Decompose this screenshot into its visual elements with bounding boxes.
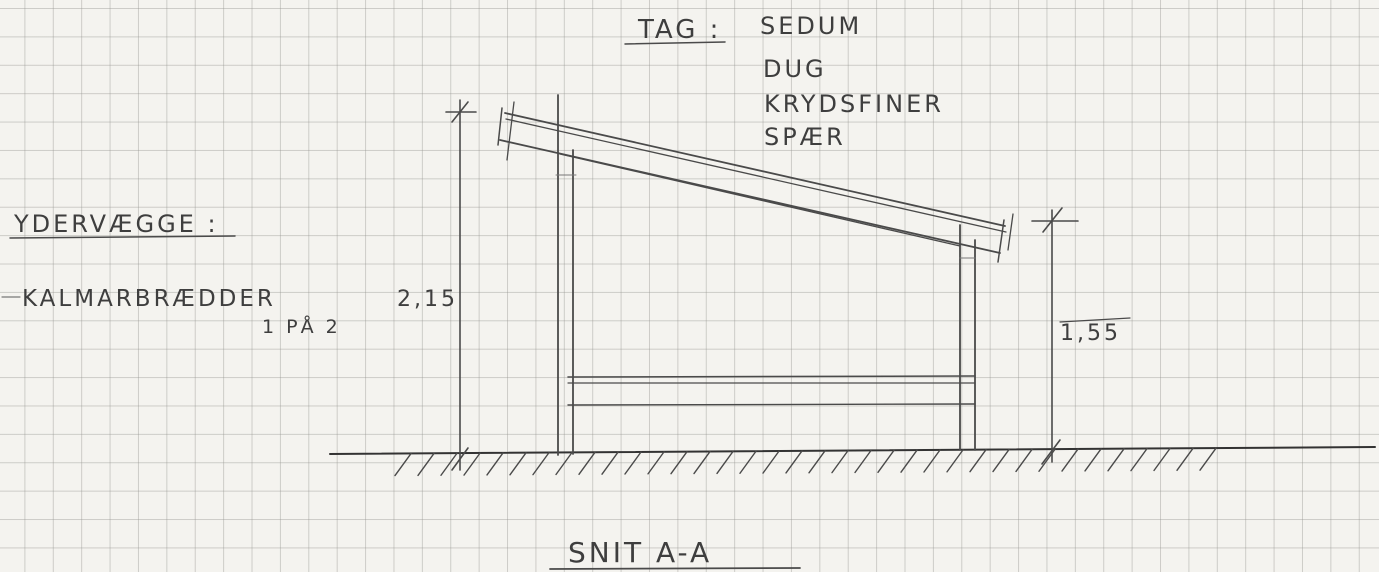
- hatch-stroke: [831, 449, 849, 474]
- hatch-stroke: [923, 449, 941, 473]
- left-dimension-top-slash: [451, 101, 469, 123]
- right-height-stroke: [1059, 317, 1131, 323]
- right-dimension-bottom-slash: [1041, 439, 1061, 465]
- structure: [497, 94, 1014, 456]
- right-height-label: 1,55: [1060, 321, 1121, 346]
- hatch-stroke: [1153, 447, 1171, 472]
- hatch-stroke: [555, 451, 573, 476]
- hatch-stroke: [647, 451, 665, 475]
- hatch-stroke: [1061, 448, 1079, 472]
- hatch-stroke: [739, 450, 757, 474]
- hatch-stroke: [417, 452, 435, 477]
- hatch-stroke: [992, 448, 1010, 473]
- hatch-stroke: [394, 452, 412, 477]
- ground-hatching: [394, 447, 1217, 477]
- hatch-stroke: [1176, 447, 1194, 472]
- wall-heading-underline: [9, 235, 236, 239]
- roof-right-end: [997, 219, 1005, 263]
- hatch-stroke: [509, 452, 527, 476]
- hatch-stroke: [440, 452, 458, 476]
- roof-right-end-mark: [1007, 213, 1014, 251]
- hatch-stroke: [1130, 447, 1148, 472]
- wall-material: KALMARBRÆDDER: [22, 286, 276, 312]
- right-dimension: 1,55: [1031, 207, 1131, 465]
- hatch-stroke: [900, 449, 918, 473]
- hatch-stroke: [1199, 447, 1217, 471]
- roof-left-end: [497, 107, 503, 146]
- roof-layer-4: SPÆR: [764, 123, 846, 151]
- wall-spacing: 1 PÅ 2: [262, 315, 341, 338]
- hatch-stroke: [486, 452, 504, 476]
- hatch-stroke: [693, 450, 711, 475]
- hatch-stroke: [877, 449, 895, 474]
- roof-top-line: [504, 112, 1006, 227]
- hatch-stroke: [716, 450, 734, 475]
- hatch-stroke: [670, 451, 688, 475]
- roof-heading-underline: [624, 41, 726, 45]
- hatch-stroke: [854, 449, 872, 474]
- hatch-stroke: [463, 452, 481, 476]
- hatch-stroke: [785, 450, 803, 474]
- hatch-stroke: [1015, 448, 1033, 473]
- roof-heading: TAG :: [637, 15, 721, 45]
- hatch-stroke: [601, 451, 619, 475]
- board-line-1: [567, 375, 976, 378]
- roof-left-end-mark: [506, 101, 515, 161]
- ground-line: [329, 446, 1376, 455]
- board-line-3: [567, 403, 976, 406]
- roof-layer-3: KRYDSFINER: [764, 90, 944, 118]
- left-height-label: 2,15: [397, 287, 458, 312]
- section-title-underline: [549, 567, 801, 570]
- right-dimension-top-slash: [1042, 207, 1063, 233]
- left-dimension-bottom-slash: [451, 447, 469, 471]
- hatch-stroke: [969, 449, 987, 473]
- hatch-stroke: [762, 450, 780, 474]
- section-title: SNIT A-A: [568, 536, 712, 569]
- rafter-underside: [559, 153, 961, 247]
- wall-annotation: YDERVÆGGE : KALMARBRÆDDER 1 PÅ 2: [1, 210, 341, 338]
- hatch-stroke: [624, 451, 642, 475]
- hatch-stroke: [578, 451, 596, 476]
- hatch-stroke: [808, 450, 826, 474]
- section-title-group: SNIT A-A: [549, 536, 801, 570]
- hatch-stroke: [532, 451, 550, 476]
- roof-layer-1: SEDUM: [760, 12, 862, 40]
- hatch-stroke: [946, 449, 964, 473]
- hatch-stroke: [1084, 448, 1102, 472]
- roof-annotation: TAG : SEDUM DUG KRYDSFINER SPÆR: [624, 12, 944, 151]
- left-dimension: 2,15: [397, 99, 477, 471]
- ground: [329, 446, 1376, 477]
- roof-layer-line: [505, 118, 1007, 233]
- hatch-stroke: [1107, 448, 1125, 472]
- roof-layer-2: DUG: [763, 55, 827, 83]
- wall-heading: YDERVÆGGE :: [13, 210, 219, 238]
